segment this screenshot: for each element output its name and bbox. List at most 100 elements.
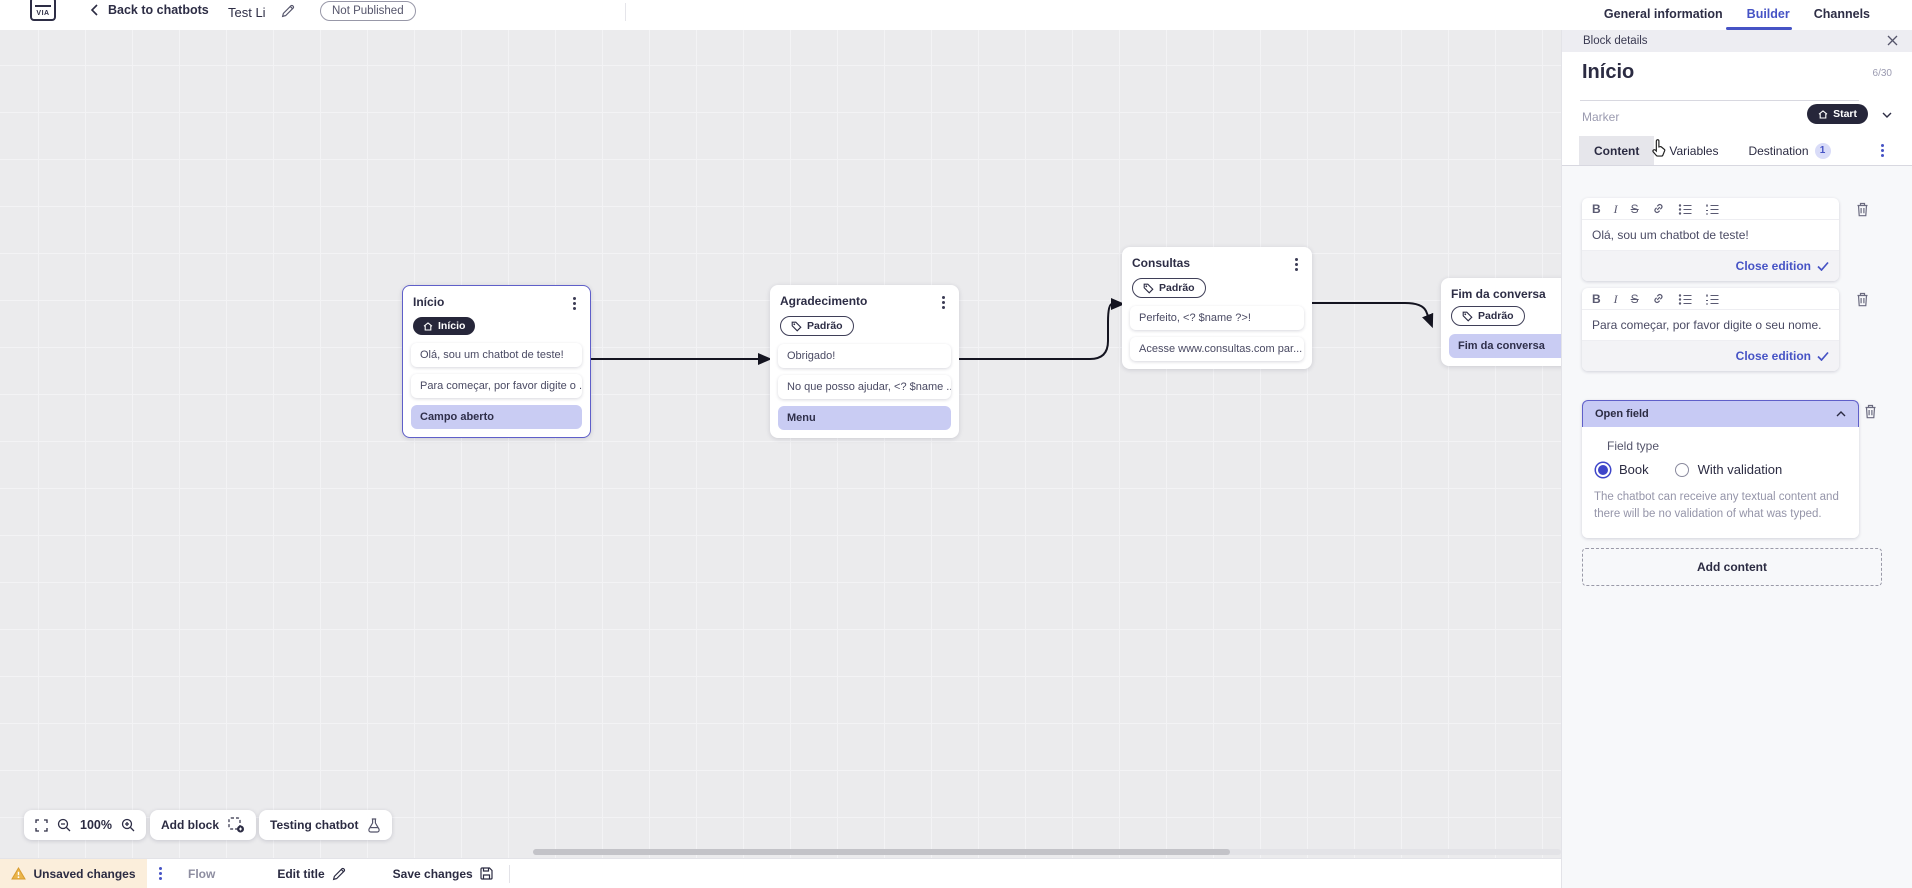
tag-icon (1462, 311, 1473, 322)
strikethrough-icon[interactable] (1631, 293, 1639, 305)
numbered-list-icon[interactable] (1705, 203, 1719, 215)
block-row[interactable]: Obrigado! (778, 343, 951, 368)
status-badge: Not Published (320, 1, 416, 21)
top-bar: VIA Back to chatbots Test Li Not Publish… (0, 0, 1912, 30)
name-char-counter: 6/30 (1872, 68, 1892, 79)
editor-toolbar (1582, 198, 1839, 220)
radio-option-with-validation[interactable]: With validation (1674, 462, 1782, 477)
marker-label: Marker (1582, 110, 1620, 124)
block-menu-icon[interactable] (942, 296, 945, 299)
numbered-list-icon[interactable] (1705, 293, 1719, 305)
strikethrough-icon[interactable] (1631, 203, 1639, 215)
edit-title-icon[interactable] (281, 4, 295, 18)
radio-selected-icon[interactable] (1596, 462, 1610, 477)
flow-block-inicio[interactable]: Início Início Olá, sou um chatbot de tes… (402, 285, 591, 438)
text-editor-card: Para começar, por favor digite o seu nom… (1582, 288, 1839, 372)
block-name-input[interactable]: Início (1582, 61, 1635, 83)
add-content-label: Add content (1697, 560, 1767, 574)
bullet-list-icon[interactable] (1678, 203, 1692, 215)
tab-channels[interactable]: Channels (1813, 6, 1870, 21)
block-title: Início (413, 295, 445, 309)
block-row[interactable]: No que posso ajudar, <? $name ... (778, 374, 951, 399)
link-icon[interactable] (1652, 202, 1665, 215)
save-changes-button[interactable]: Save changes (393, 867, 493, 881)
unsaved-changes-label: Unsaved changes (33, 866, 136, 881)
panel-tab-content[interactable]: Content (1579, 136, 1655, 165)
zoom-level: 100% (80, 818, 112, 832)
close-edition-button[interactable]: Close edition (1735, 259, 1811, 274)
tag-icon (1143, 283, 1154, 294)
add-block-label: Add block (161, 818, 220, 832)
block-row[interactable]: Acesse www.consultas.com par... (1130, 336, 1304, 361)
block-title: Consultas (1132, 256, 1191, 270)
unsaved-changes-indicator: Unsaved changes (0, 859, 147, 888)
chevron-down-icon[interactable] (1882, 112, 1892, 118)
radio-label: Book (1619, 462, 1649, 477)
text-editor-card: Olá, sou um chatbot de teste! Close edit… (1582, 198, 1839, 282)
marker-value: Start (1833, 108, 1857, 120)
bold-icon[interactable] (1592, 203, 1601, 215)
delete-content-icon[interactable] (1864, 404, 1877, 419)
panel-tab-destination-label: Destination (1748, 143, 1809, 158)
block-menu-icon[interactable] (1295, 258, 1298, 261)
marker-select[interactable]: Start (1807, 104, 1868, 124)
italic-icon[interactable] (1614, 293, 1618, 305)
block-marker-pill: Início (413, 317, 476, 335)
zoom-in-icon[interactable] (121, 818, 135, 832)
edit-title-button[interactable]: Edit title (277, 867, 345, 881)
back-to-chatbots-button[interactable]: Back to chatbots (90, 3, 209, 17)
block-details-panel: Block details Início 6/30 Marker Start C… (1561, 30, 1912, 888)
radio-unselected-icon[interactable] (1674, 462, 1689, 477)
tab-builder[interactable]: Builder (1746, 6, 1790, 21)
editor-footer: Close edition (1582, 340, 1839, 372)
home-icon (1818, 109, 1828, 119)
fullscreen-icon[interactable] (35, 818, 48, 832)
block-row[interactable]: Perfeito, <? $name ?>! (1130, 305, 1304, 330)
add-content-button[interactable]: Add content (1582, 548, 1882, 586)
bottombar-divider (508, 864, 510, 883)
block-marker-pill: Padrão (1451, 306, 1525, 326)
chatbot-title[interactable]: Test Li (228, 5, 266, 20)
flow-block-consultas[interactable]: Consultas Padrão Perfeito, <? $name ?>! … (1122, 247, 1312, 369)
block-marker-label: Padrão (1159, 282, 1195, 294)
tab-general-information[interactable]: General information (1603, 6, 1723, 21)
bottombar-menu-icon[interactable] (159, 867, 162, 880)
flask-icon (368, 817, 381, 833)
block-name-underline (1580, 100, 1859, 101)
radio-option-book[interactable]: Book (1596, 462, 1649, 477)
flow-canvas[interactable] (0, 30, 1561, 858)
zoom-controls: 100% (24, 810, 146, 840)
canvas-hscrollbar-thumb[interactable] (533, 849, 1230, 855)
bullet-list-icon[interactable] (1678, 293, 1692, 305)
panel-menu-icon[interactable] (1881, 144, 1884, 147)
italic-icon[interactable] (1614, 203, 1618, 215)
panel-tabs: Content Variables Destination 1 (1562, 136, 1912, 166)
flow-block-agradecimento[interactable]: Agradecimento Padrão Obrigado! No que po… (770, 285, 959, 438)
block-row-open-field[interactable]: Campo aberto (411, 404, 582, 429)
block-marker-pill: Padrão (780, 316, 854, 336)
back-label: Back to chatbots (108, 3, 209, 17)
panel-tab-destination[interactable]: Destination 1 (1733, 136, 1845, 165)
testing-chatbot-button[interactable]: Testing chatbot (259, 810, 393, 840)
message-text-input[interactable]: Para começar, por favor digite o seu nom… (1592, 318, 1822, 332)
delete-content-icon[interactable] (1856, 202, 1869, 217)
open-field-header[interactable]: Open field (1582, 400, 1859, 427)
delete-content-icon[interactable] (1856, 292, 1869, 307)
link-icon[interactable] (1652, 292, 1665, 305)
bold-icon[interactable] (1592, 293, 1601, 305)
message-text-input[interactable]: Olá, sou um chatbot de teste! (1592, 228, 1749, 242)
block-row-menu[interactable]: Menu (778, 405, 951, 430)
block-row[interactable]: Para começar, por favor digite o ... (411, 373, 582, 398)
panel-header-title: Block details (1583, 35, 1648, 47)
add-block-button[interactable]: Add block (150, 810, 257, 840)
block-marker-label: Início (438, 320, 466, 332)
panel-tab-variables[interactable]: Variables (1669, 143, 1719, 158)
block-row[interactable]: Olá, sou um chatbot de teste! (411, 342, 582, 367)
close-panel-icon[interactable] (1887, 35, 1898, 46)
block-menu-icon[interactable] (573, 297, 576, 300)
open-field-body: Field type Book With validation The chat… (1582, 427, 1859, 538)
edit-title-label: Edit title (277, 866, 325, 881)
close-edition-button[interactable]: Close edition (1735, 349, 1811, 364)
add-block-icon (228, 817, 245, 833)
zoom-out-icon[interactable] (57, 818, 71, 832)
